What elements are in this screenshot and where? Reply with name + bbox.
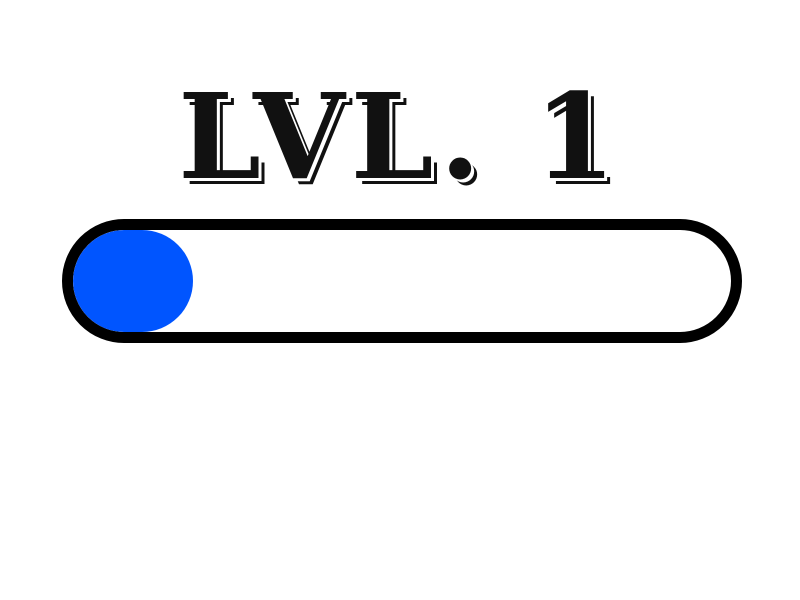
xp-progress-bar [62, 219, 742, 343]
xp-progress-fill [73, 230, 193, 332]
level-label: LVL. 1 [178, 67, 622, 206]
